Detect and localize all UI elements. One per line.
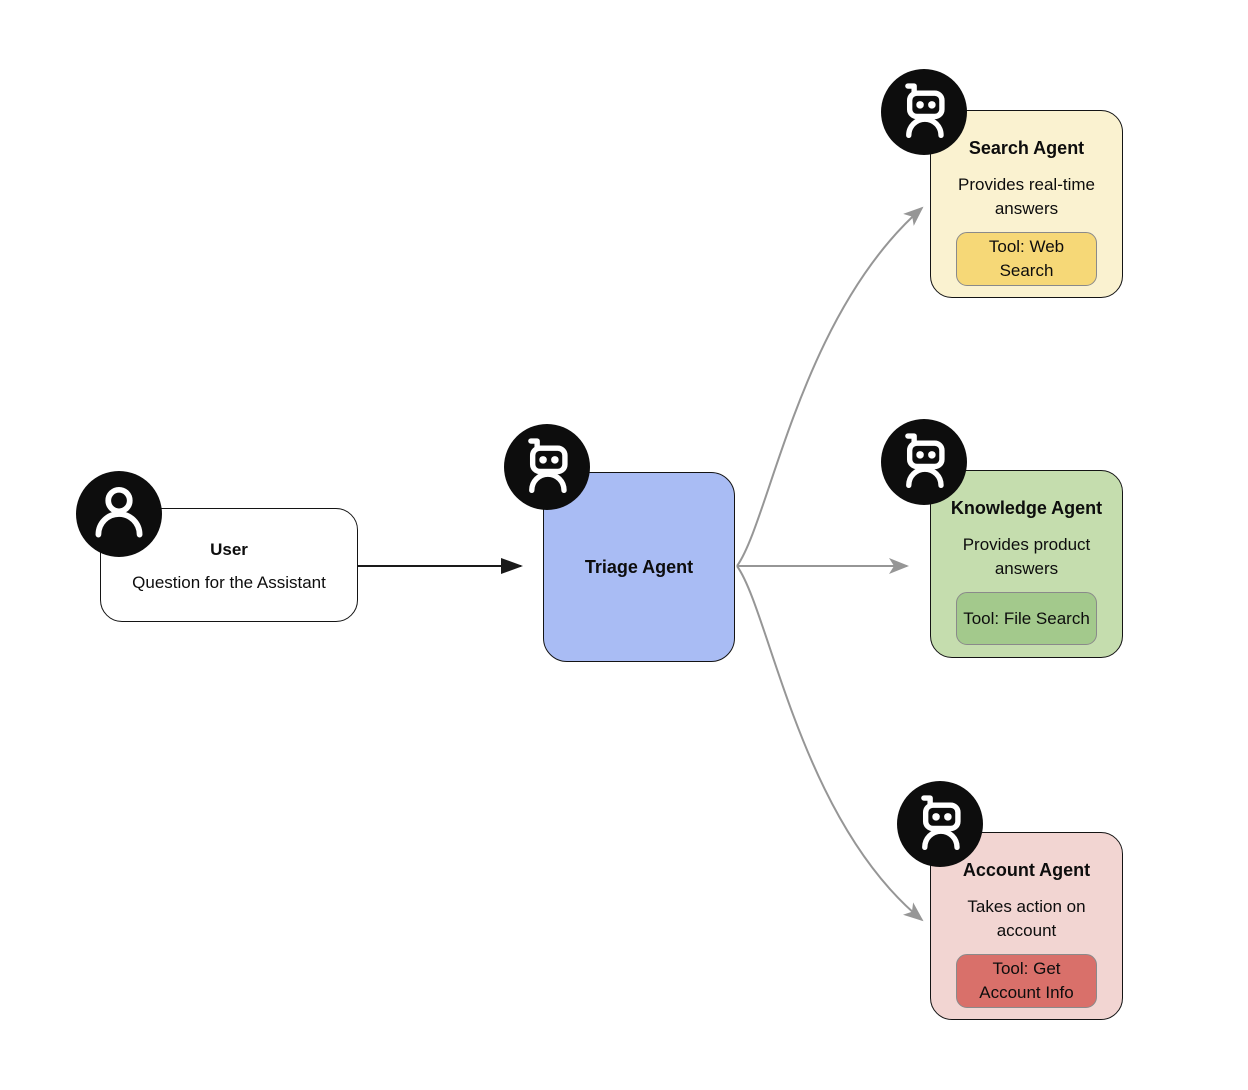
user-title: User <box>210 540 248 559</box>
knowledge-agent-description: Provides product answers <box>962 535 1091 578</box>
account-agent-title: Account Agent <box>962 860 1091 880</box>
edge-triage-to-search <box>736 206 924 567</box>
account-agent-description: Takes action on account <box>967 897 1086 940</box>
node-knowledge-agent: Knowledge Agent Provides product answers… <box>930 470 1123 658</box>
node-account-agent: Account Agent Takes action on account To… <box>930 832 1123 1020</box>
robot-icon <box>881 69 967 155</box>
search-agent-description: Provides real-time answers <box>958 175 1095 218</box>
search-agent-tool-label: Tool: Web Search <box>988 237 1065 280</box>
user-avatar <box>76 471 162 557</box>
user-description: Question for the Assistant <box>132 573 326 592</box>
robot-icon <box>881 419 967 505</box>
knowledge-agent-title: Knowledge Agent <box>950 498 1103 518</box>
triage-agent-avatar <box>504 424 590 510</box>
search-agent-avatar <box>881 69 967 155</box>
robot-icon <box>897 781 983 867</box>
triage-agent-title: Triage Agent <box>584 556 694 577</box>
edge-triage-to-account <box>736 565 924 922</box>
account-agent-tool-chip: Tool: Get Account Info <box>956 954 1097 1008</box>
knowledge-agent-tool-chip: Tool: File Search <box>956 592 1097 645</box>
knowledge-agent-tool-label: Tool: File Search <box>963 608 1090 628</box>
search-agent-title: Search Agent <box>968 138 1085 158</box>
account-agent-avatar <box>897 781 983 867</box>
knowledge-agent-avatar <box>881 419 967 505</box>
account-agent-tool-label: Tool: Get Account Info <box>979 959 1074 1002</box>
node-search-agent: Search Agent Provides real-time answers … <box>930 110 1123 298</box>
node-triage-agent: Triage Agent <box>543 472 735 662</box>
person-icon <box>76 471 162 557</box>
robot-icon <box>504 424 590 510</box>
search-agent-tool-chip: Tool: Web Search <box>956 232 1097 286</box>
